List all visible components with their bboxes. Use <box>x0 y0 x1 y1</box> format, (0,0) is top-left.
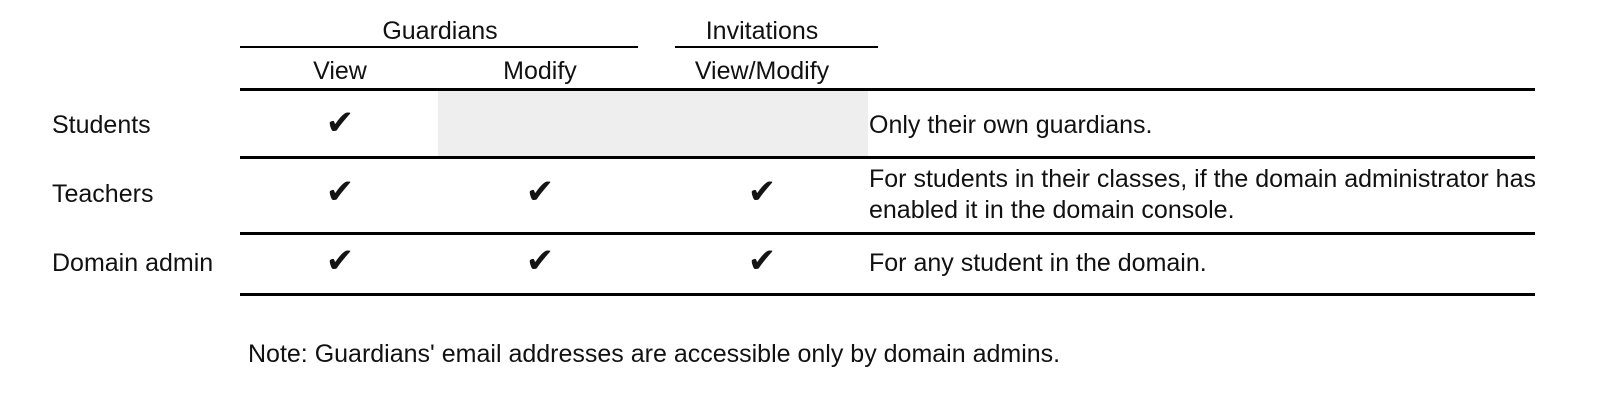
row-label-teachers: Teachers <box>52 180 154 208</box>
row-label-students: Students <box>52 111 151 139</box>
check-icon-domain-admin-view: ✔ <box>325 241 355 281</box>
check-icon-domain-admin-modify: ✔ <box>525 241 555 281</box>
table-rule-after-teachers <box>240 232 1535 235</box>
row-description-students: Only their own guardians. <box>869 111 1153 139</box>
group-header-guardians: Guardians <box>382 17 498 45</box>
check-icon-teachers-invitations: ✔ <box>747 172 777 212</box>
column-header-view: View <box>313 57 367 85</box>
group-underline-invitations <box>675 46 878 48</box>
check-icon-teachers-view: ✔ <box>325 172 355 212</box>
table-rule-after-students <box>240 156 1535 159</box>
group-underline-guardians <box>240 46 638 48</box>
group-header-invitations: Invitations <box>705 17 819 45</box>
row-label-domain-admin: Domain admin <box>52 249 214 277</box>
footer-note: Note: Guardians' email addresses are acc… <box>248 340 1061 368</box>
table-rule-bottom <box>240 293 1535 296</box>
column-header-modify: Modify <box>503 57 577 85</box>
check-icon-teachers-modify: ✔ <box>525 172 555 212</box>
column-header-view-modify: View/Modify <box>694 57 830 85</box>
check-icon-domain-admin-invitations: ✔ <box>747 241 777 281</box>
check-icon-students-view: ✔ <box>325 103 355 143</box>
table-rule-top <box>240 88 1535 91</box>
row-description-teachers: For students in their classes, if the do… <box>869 165 1536 224</box>
row-description-domain-admin: For any student in the domain. <box>869 249 1207 277</box>
shaded-cell-students-modify-invitations <box>438 91 868 156</box>
